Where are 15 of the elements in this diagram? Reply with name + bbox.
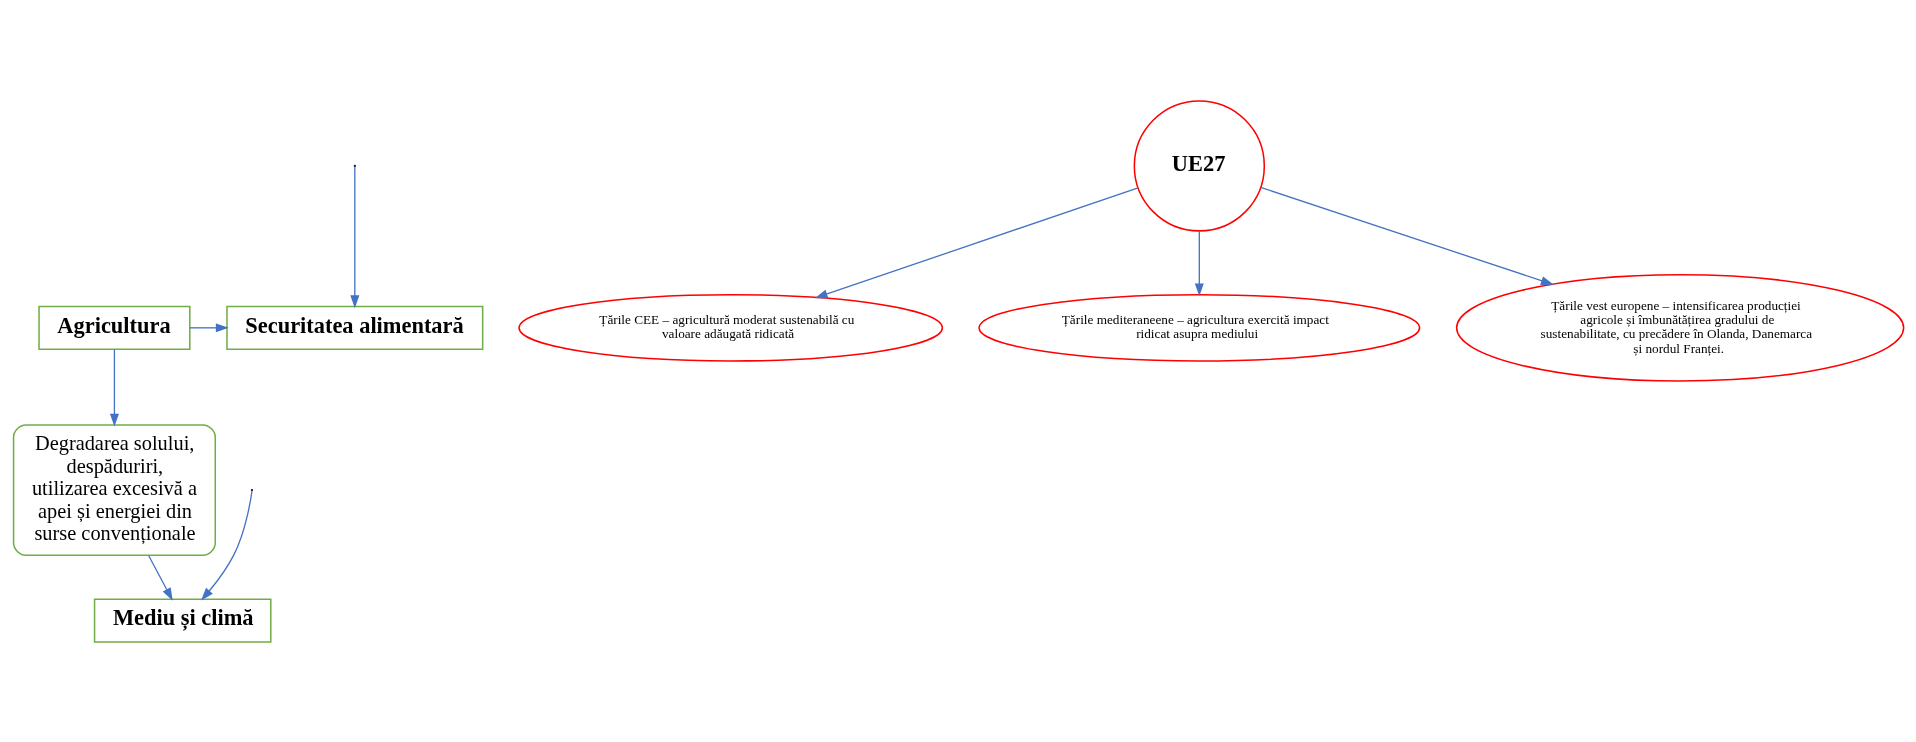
arrow (814, 186, 1139, 298)
node-box: Securitatea alimentară (225, 305, 483, 350)
arrow (1194, 229, 1204, 296)
arrow (200, 490, 253, 601)
node-ellipse: Țările mediteraneene – agricultura exercită impact ridicat asupra mediului (977, 293, 1420, 362)
arrow (188, 322, 229, 332)
arrow (1259, 186, 1554, 285)
arrow (109, 348, 119, 427)
node-circle: UE27 (1133, 99, 1265, 232)
node-box: Degradarea solului, despăduriri, utilizarea excesivă a apei și energiei din surse convenționale (12, 423, 216, 556)
node-ellipse: Țările CEE – agricultură moderat sustenabilă cu valoare adăugată ridicată (517, 293, 943, 362)
arrow (349, 165, 359, 308)
node-box: Agricultura (37, 305, 191, 350)
arrow (147, 554, 173, 601)
node-box: Mediu și climă (93, 597, 272, 643)
